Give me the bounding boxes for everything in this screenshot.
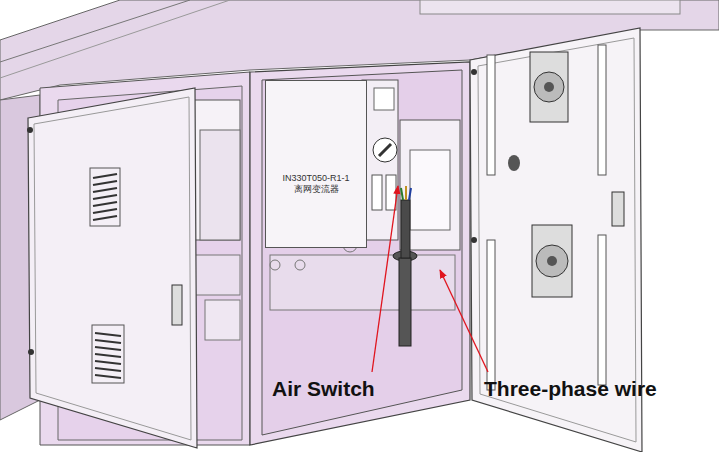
- part-label: Air Switch: [272, 377, 375, 401]
- device-marking: IN330T050-R1-1: [266, 173, 366, 184]
- part-label: Three-phase wire: [484, 377, 657, 401]
- device-marking: 离网变流器: [266, 184, 366, 195]
- device-box: IN330T050-R1-1离网变流器: [265, 80, 367, 248]
